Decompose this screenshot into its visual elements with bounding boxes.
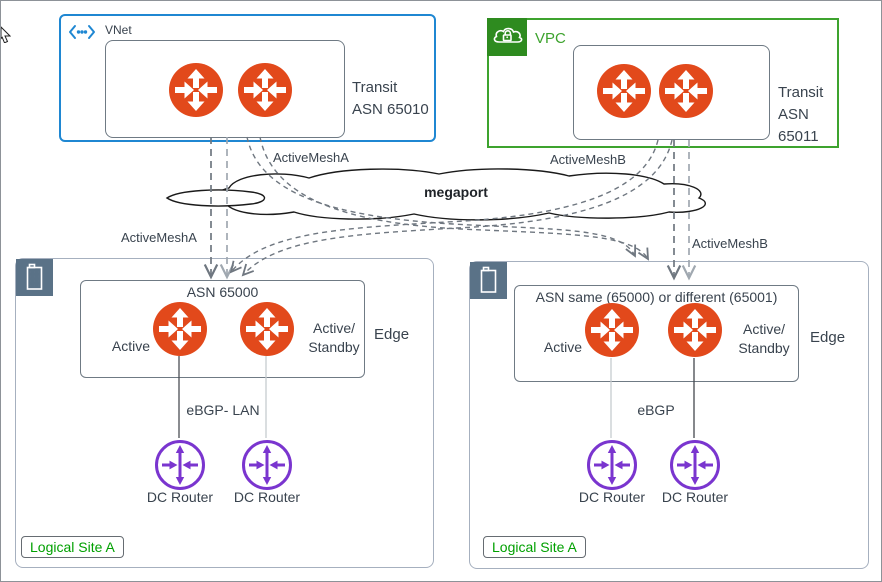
router-icon xyxy=(597,64,651,118)
dc-router-icon xyxy=(587,440,637,490)
site-right-container: ASN same (65000) or different (65001) Ac… xyxy=(469,261,869,569)
vnet-container: VNet Transit ASN 65010 xyxy=(59,14,436,142)
building-icon-tile xyxy=(16,259,53,296)
building-icon xyxy=(26,263,43,290)
router-icon xyxy=(668,303,722,357)
vpc-transit-label: Transit ASN 65011 xyxy=(778,84,824,145)
edge-label: Edge xyxy=(810,329,846,346)
activemesh-a-left-label: ActiveMeshA xyxy=(121,230,197,245)
vnet-transit-group xyxy=(105,40,345,138)
building-icon xyxy=(480,266,497,293)
dc-router-label: DC Router xyxy=(661,489,729,505)
router-icon xyxy=(153,302,207,356)
activemesh-b-right-label: ActiveMeshB xyxy=(692,236,768,251)
router-icon xyxy=(169,63,223,117)
megaport-label: megaport xyxy=(424,184,488,200)
mouse-cursor-icon xyxy=(1,26,11,43)
dc-router-icon xyxy=(242,440,292,490)
asn-label: ASN 65000 xyxy=(186,284,259,300)
router-icon xyxy=(238,63,292,117)
edge-group: ASN 65000 xyxy=(80,280,365,378)
logical-site-badge: Logical Site A xyxy=(21,536,124,558)
vpc-icon-tile xyxy=(487,18,527,56)
dc-router-label: DC Router xyxy=(233,489,301,505)
router-icon xyxy=(585,303,639,357)
activemesh-a-top-label: ActiveMeshA xyxy=(273,150,349,165)
dc-router-icon xyxy=(155,440,205,490)
active-standby-label: Active/Standby xyxy=(308,320,360,355)
cloud-lock-icon xyxy=(493,27,523,43)
active-label: Active xyxy=(111,338,150,354)
router-icon xyxy=(240,302,294,356)
activemesh-b-top-label: ActiveMeshB xyxy=(550,152,626,167)
vpc-container: VPC Transit ASN 65011 xyxy=(487,18,839,148)
ebgp-label: eBGP xyxy=(637,402,675,418)
vnet-transit-label: Transit ASN 65010 xyxy=(352,79,429,118)
vnet-icon xyxy=(69,25,95,39)
router-icon xyxy=(659,64,713,118)
dc-router-icon xyxy=(670,440,720,490)
ebgp-label: eBGP- LAN xyxy=(186,402,260,418)
logical-site-badge: Logical Site A xyxy=(483,536,586,558)
edge-label: Edge xyxy=(374,326,410,343)
dc-router-label: DC Router xyxy=(578,489,646,505)
active-label: Active xyxy=(543,339,582,355)
asn-label: ASN same (65000) or different (65001) xyxy=(535,289,778,305)
site-left-container: ASN 65000 Active Active/Standby Edge eBG… xyxy=(15,258,434,568)
vnet-label: VNet xyxy=(105,23,132,37)
vpc-transit-group xyxy=(573,45,770,140)
vpc-label: VPC xyxy=(535,30,566,47)
edge-group: ASN same (65000) or different (65001) xyxy=(514,285,799,382)
active-standby-label: Active/Standby xyxy=(738,321,790,356)
dc-router-label: DC Router xyxy=(146,489,214,505)
building-icon-tile xyxy=(470,262,507,299)
